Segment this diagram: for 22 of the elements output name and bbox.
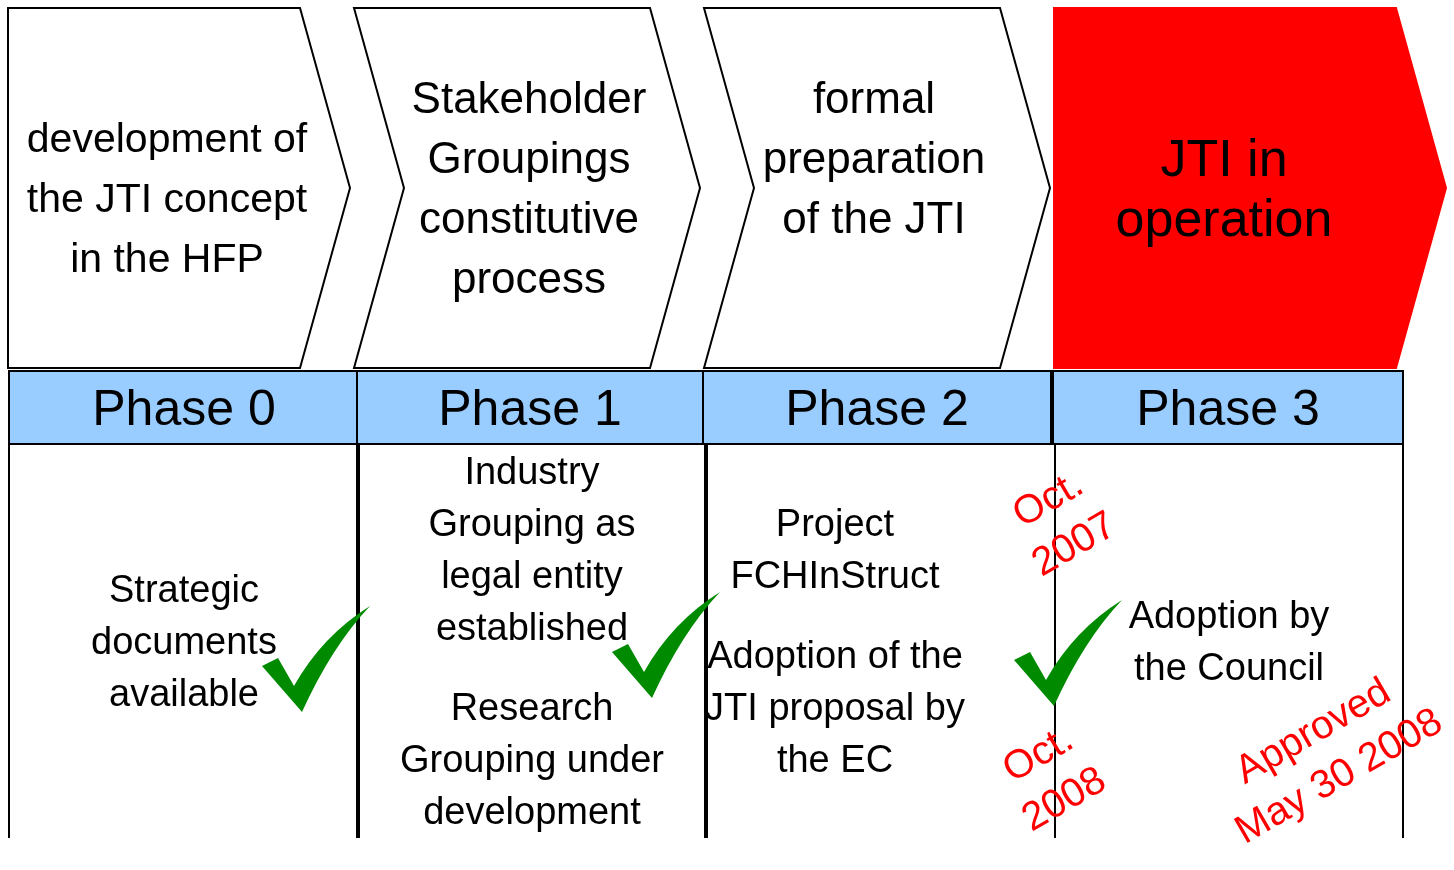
stage-banner <box>354 8 700 368</box>
milestone-text: Project FCHInStruct <box>729 500 941 598</box>
milestone-text: Industry Grouping as legal entity established <box>427 448 637 650</box>
stage-text: Stakeholder Groupings constitutive process <box>410 72 648 304</box>
stage-text: formal preparation of the JTI <box>761 72 987 244</box>
date-annotation: Oct. 2008 <box>993 714 1114 841</box>
stage-text: JTI in operation <box>1114 128 1334 248</box>
milestone-text: Strategic documents available <box>90 566 278 716</box>
phase-header-bar <box>1052 370 1404 445</box>
stage-text: development of the JTI concept in the HFP <box>25 114 309 283</box>
phase-label: Phase 3 <box>1136 378 1320 437</box>
phase-label: Phase 0 <box>92 378 276 437</box>
phase-header-bar <box>702 370 1052 445</box>
phase-label: Phase 1 <box>438 378 622 437</box>
stage-banner <box>8 8 350 368</box>
phase-label: Phase 2 <box>785 378 969 437</box>
stage-banner <box>1054 8 1446 368</box>
milestone-text: Adoption of the JTI proposal by the EC <box>704 632 966 782</box>
date-annotation: Oct. 2007 <box>1003 459 1124 586</box>
phase-header-bar <box>356 370 704 445</box>
milestone-text: Research Grouping under development <box>398 684 666 834</box>
stage-banner <box>704 8 1050 368</box>
